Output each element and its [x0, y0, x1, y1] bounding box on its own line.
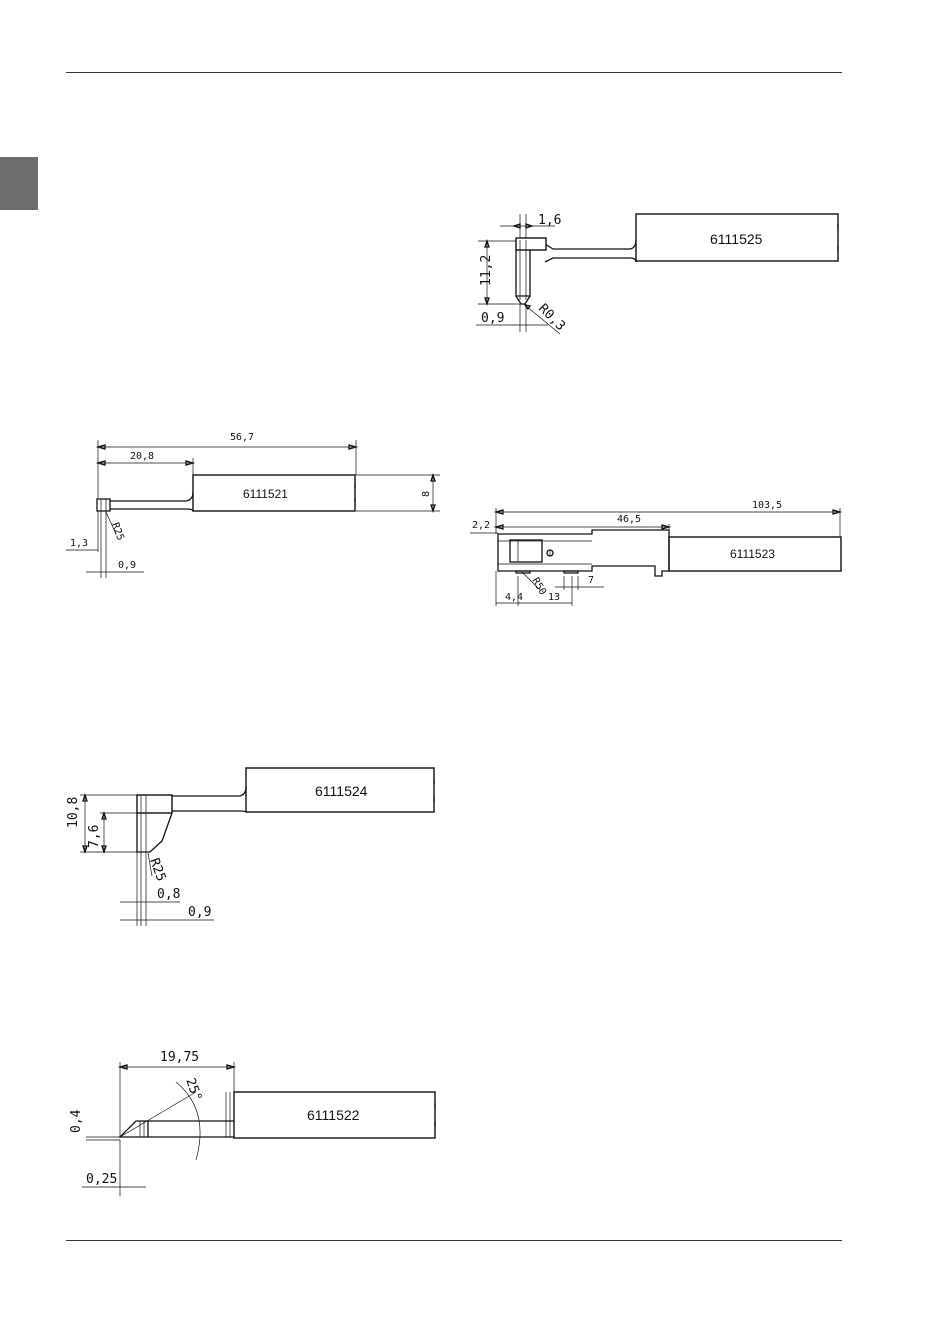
dim-tip-height: 0,4: [69, 1109, 84, 1133]
dim-tip-width: 0,25: [86, 1172, 117, 1187]
dim-length: 19,75: [160, 1050, 199, 1065]
part-number: 6111522: [307, 1107, 360, 1123]
dim-angle: 25°: [182, 1076, 204, 1103]
